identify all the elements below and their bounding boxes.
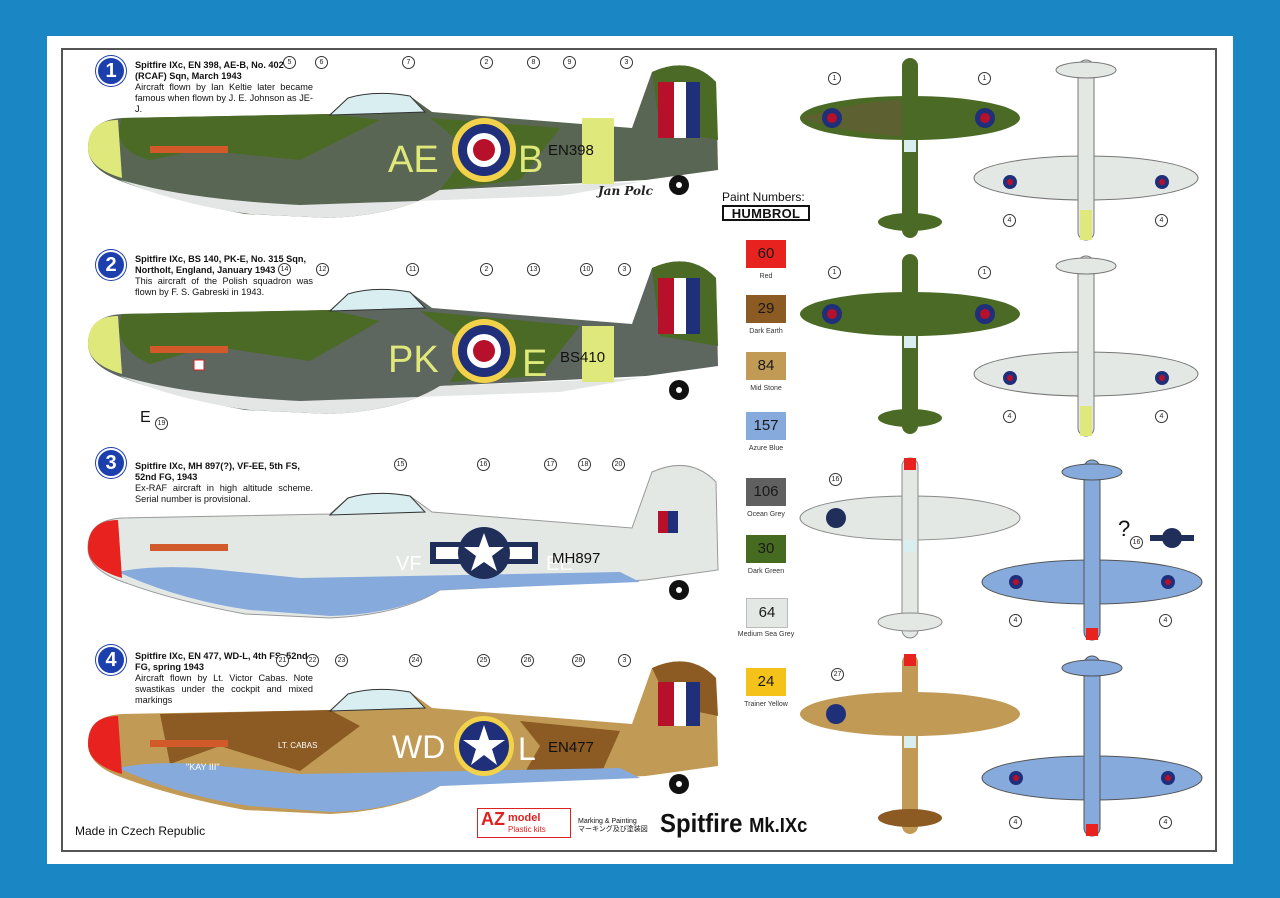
profile-description-2: Spitfire IXc, BS 140, PK-E, No. 315 Sqn,…	[135, 254, 313, 298]
callout-plan-4: 4	[1155, 214, 1168, 227]
brand-logo: AZ model Plastic kits	[477, 808, 571, 838]
callout-plan-4: 4	[1003, 214, 1016, 227]
callout-plan-4: 4	[1159, 816, 1172, 829]
product-variant: Mk.IXc	[749, 815, 808, 837]
profile-text-4: Aircraft flown by Lt. Victor Cabas. Note…	[135, 673, 313, 705]
paint-brand: HUMBROL	[722, 205, 810, 221]
callout-p4-23: 23	[335, 654, 348, 667]
paint-swatch-30: 30	[746, 535, 786, 563]
callout-p1-9: 9	[563, 56, 576, 69]
callout-p2-14: 14	[278, 263, 291, 276]
callout-p2-11: 11	[406, 263, 419, 276]
callout-p2-12: 12	[316, 263, 329, 276]
artist-signature: Jan Polc	[598, 184, 653, 198]
callout-plan-4: 4	[1009, 614, 1022, 627]
callout-p1-7: 7	[402, 56, 415, 69]
made-in-label: Made in Czech Republic	[75, 824, 206, 838]
paint-name-29: Dark Earth	[749, 328, 783, 335]
brand-logo-model: model	[508, 812, 541, 824]
callout-p4-21: 21	[276, 654, 289, 667]
profile-number-1: 1	[96, 56, 126, 86]
paint-name-64: Medium Sea Grey	[737, 631, 795, 638]
paint-name-157: Azure Blue	[748, 445, 784, 452]
callout-plan-16: 16	[829, 473, 842, 486]
callout-plan-4: 4	[1159, 614, 1172, 627]
callout-plan-1: 1	[978, 72, 991, 85]
profile-description-3: Spitfire IXc, MH 897(?), VF-EE, 5th FS, …	[135, 461, 313, 505]
callout-p4-3: 3	[618, 654, 631, 667]
callout-plan-1: 1	[828, 72, 841, 85]
callout-p3-18: 18	[578, 458, 591, 471]
callout-plan-4: 4	[1155, 410, 1168, 423]
paint-swatch-24: 24	[746, 668, 786, 696]
callout-p1-5: 5	[283, 56, 296, 69]
profile-title-3: Spitfire IXc, MH 897(?), VF-EE, 5th FS, …	[135, 461, 300, 482]
paint-swatch-60: 60	[746, 240, 786, 268]
callout-p1-3: 3	[620, 56, 633, 69]
paint-name-24: Trainer Yellow	[744, 701, 788, 708]
callout-p4-28: 28	[572, 654, 585, 667]
paint-swatch-64: 64	[746, 598, 788, 628]
marking-line-2: マーキング及び塗装図	[578, 826, 648, 833]
callout-p4-25: 25	[477, 654, 490, 667]
callout-p2-13: 13	[527, 263, 540, 276]
profile-text-1: Aircraft flown by Ian Keltie later becam…	[135, 82, 313, 114]
callout-p2-2: 2	[480, 263, 493, 276]
profile-number-3: 3	[96, 448, 126, 478]
marking-line-1: Marking & Painting	[578, 818, 637, 825]
callout-p1-2: 2	[480, 56, 493, 69]
callout-p3-15: 15	[394, 458, 407, 471]
paint-name-106: Ocean Grey	[747, 511, 785, 518]
paint-name-84: Mid Stone	[750, 385, 782, 392]
callout-p3-17: 17	[544, 458, 557, 471]
paint-name-30: Dark Green	[747, 568, 785, 575]
callout-p4-22: 22	[306, 654, 319, 667]
callout-p4-24: 24	[409, 654, 422, 667]
paint-name-60: Red	[759, 273, 773, 280]
callout-plan-27: 27	[831, 668, 844, 681]
product-title: Spitfire Mk.IXc	[660, 808, 807, 839]
callout-p4-26: 26	[521, 654, 534, 667]
profile-number-2: 2	[96, 250, 126, 280]
callout-p2-3: 3	[618, 263, 631, 276]
brand-logo-letters: AZ	[481, 809, 505, 829]
profile-number-4: 4	[96, 645, 126, 675]
brand-logo-sub: Plastic kits	[508, 825, 546, 834]
callout-p3-20: 20	[612, 458, 625, 471]
marking-painting-label: Marking & Painting マーキング及び塗装図	[578, 818, 648, 834]
paint-swatch-29: 29	[746, 295, 786, 323]
callout-p1-8: 8	[527, 56, 540, 69]
paint-swatch-84: 84	[746, 352, 786, 380]
callout-p3-16: 16	[477, 458, 490, 471]
callout-p1-6: 6	[315, 56, 328, 69]
callout-plan-16: 16	[1130, 536, 1143, 549]
paint-swatch-157: 157	[746, 412, 786, 440]
callout-plan-1: 1	[978, 266, 991, 279]
callout-plan-4: 4	[1003, 410, 1016, 423]
callout-p2-10: 10	[580, 263, 593, 276]
callout-plan-1: 1	[828, 266, 841, 279]
callout-p2-19: 19	[155, 417, 168, 430]
profile-text-3: Ex-RAF aircraft in high altitude scheme.…	[135, 483, 313, 504]
paint-swatch-106: 106	[746, 478, 786, 506]
paint-numbers-label: Paint Numbers:	[722, 190, 805, 204]
profile-text-2: This aircraft of the Polish squadron was…	[135, 276, 313, 297]
product-name: Spitfire	[660, 808, 743, 838]
sheet-frame	[61, 48, 1217, 852]
callout-plan-4: 4	[1009, 816, 1022, 829]
